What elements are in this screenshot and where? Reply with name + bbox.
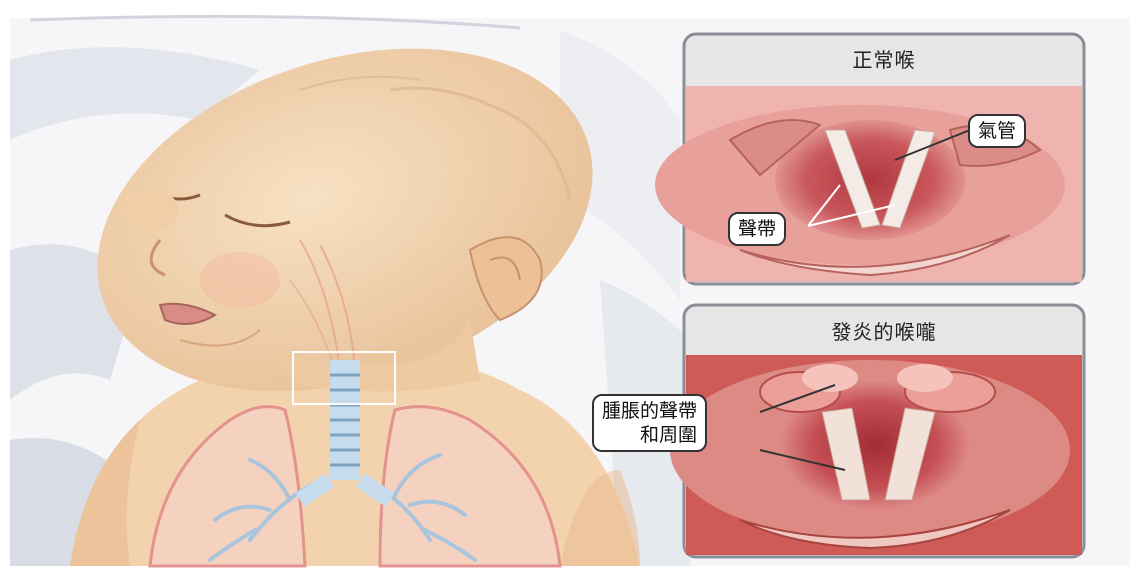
- swollen-cords-label-line1: 腫脹的聲帶: [602, 399, 697, 423]
- swollen-cords-label-line2: 和周圍: [602, 423, 697, 447]
- panel-inflamed-title: 發炎的喉嚨: [684, 316, 1084, 345]
- vocal-cords-label: 聲帶: [728, 212, 786, 246]
- swollen-cords-label: 腫脹的聲帶 和周圍: [592, 394, 707, 452]
- trachea-label: 氣管: [968, 114, 1026, 148]
- panel-normal-title: 正常喉: [684, 44, 1084, 73]
